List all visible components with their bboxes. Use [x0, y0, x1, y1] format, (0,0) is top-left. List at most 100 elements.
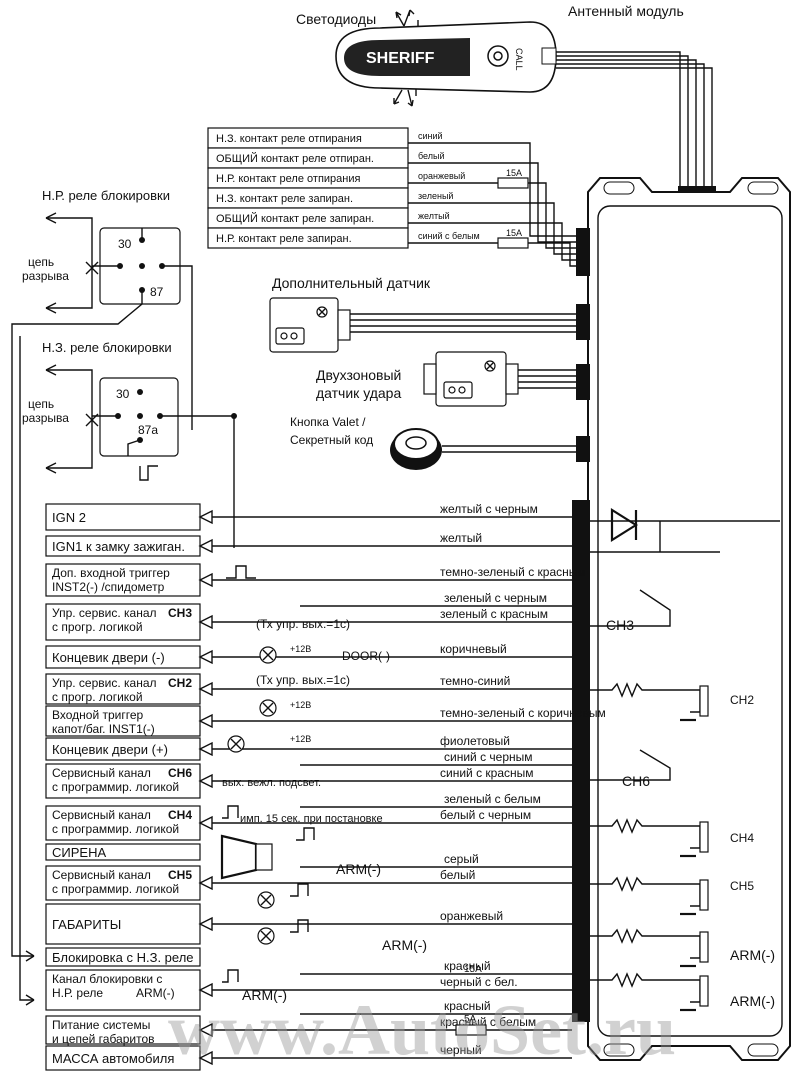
function-label-1: Сервисный канал [52, 808, 151, 822]
lamp-cross [260, 894, 272, 906]
function-wire-label: темно-зеленый с коричневым [440, 706, 606, 720]
relay-contact-label: ОБЩИЙ контакт реле запиран. [216, 212, 374, 225]
no-relay: 30 87 [99, 227, 181, 305]
arrow-icon [198, 741, 213, 757]
siren-body [255, 843, 273, 871]
diode-icon [610, 508, 639, 542]
transistor-icon [699, 879, 709, 911]
extra-sensor-label: Дополнительный датчик [272, 275, 431, 291]
pin-30-label: 30 [118, 237, 132, 251]
arrow-icon [198, 713, 213, 729]
lamp-cross [262, 649, 274, 661]
arm-minus-siren-label: ARM(-) [336, 861, 381, 877]
antenna-module-label: Антенный модуль [568, 3, 684, 19]
function-label-2: INST2(-) /спидометр [52, 580, 165, 594]
function-wire-label: коричневый [440, 642, 507, 656]
relay-contact-wire-line [408, 202, 576, 255]
function-box [45, 805, 201, 841]
function-label-2: с программир. логикой [52, 882, 179, 896]
function-wire-label: фиолетовый [440, 734, 510, 748]
no-relay-title: Н.Р. реле блокировки [42, 188, 170, 203]
arrow-icon [198, 815, 213, 831]
valet-button-icon [390, 428, 576, 470]
relay-contact-label: Н.Р. контакт реле отпирания [216, 173, 360, 185]
fuse-icon [497, 177, 529, 189]
function-box [45, 503, 201, 531]
function-wire-label: оранжевый [440, 909, 503, 923]
arrow-icon [198, 681, 213, 697]
break-label-1: цепь [28, 255, 54, 269]
function-wire-label: черный [440, 1043, 482, 1057]
function-box [45, 969, 201, 1011]
function-label-2: Н.Р. реле [52, 986, 103, 1000]
arm-fuse-label: 15A [464, 964, 482, 975]
function-label-1: IGN 2 [52, 510, 86, 525]
out-ch2-label: CH2 [730, 693, 754, 707]
relay-contact-label: Н.З. контакт реле запиран. [216, 193, 353, 205]
ch3-note: (Тх упр. вых.=1с) [256, 617, 350, 631]
function-wire-label: белый с черным [440, 808, 531, 822]
out-ch3-label: CH3 [606, 617, 634, 633]
door-minus-label: DOOR(-) [342, 649, 390, 663]
arrow-icon [198, 614, 213, 630]
function-wire-a-label: серый [444, 852, 479, 866]
function-wire-a-label: зеленый с черным [444, 591, 547, 605]
arm-minus-lock-label: ARM(-) [242, 987, 287, 1003]
function-wire-label: белый [440, 868, 475, 882]
out-ch5-label: CH5 [730, 879, 754, 893]
nc-relay-title: Н.З. реле блокировки [42, 340, 172, 355]
pulse-icon [296, 827, 315, 841]
arrow-icon [198, 572, 213, 588]
break-label-2-nc: разрыва [22, 411, 69, 425]
ch2-note: (Тх упр. вых.=1с) [256, 673, 350, 687]
relay-contact-wire: синий [418, 131, 443, 141]
function-ch-tag: CH3 [168, 606, 192, 620]
control-unit [572, 177, 791, 1061]
function-box [45, 705, 201, 737]
transistor-icon [699, 685, 709, 717]
function-box [45, 763, 201, 799]
function-label-1: Концевик двери (+) [52, 742, 168, 757]
relay-contact-label: ОБЩИЙ контакт реле отпиран. [216, 152, 374, 165]
plus12-label-3: +12В [290, 734, 311, 744]
function-label-1: Сервисный канал [52, 766, 151, 780]
function-label-1: Канал блокировки с [52, 972, 162, 986]
function-label-2: с программир. логикой [52, 822, 179, 836]
function-label-2: с прогр. логикой [52, 620, 143, 634]
lamp-cross [262, 702, 274, 714]
arrow-icon [198, 773, 213, 789]
transistor-icon [699, 931, 709, 963]
pulse-icon [222, 805, 239, 819]
output-circuit-line [590, 589, 671, 627]
out-ch4-label: CH4 [730, 831, 754, 845]
shock-sensor-label-1: Двухзоновый [316, 367, 401, 383]
function-label-1: Упр. сервис. канал [52, 606, 157, 620]
brand-logo: SHERIFF [366, 50, 435, 67]
function-label-1: Питание системы [52, 1018, 150, 1032]
function-label-1: Упр. сервис. канал [52, 676, 157, 690]
function-label-1: Доп. входной триггер [52, 566, 170, 580]
shock-sensor-label-2: датчик удара [316, 385, 401, 401]
valet-label-2: Секретный код [290, 433, 373, 447]
output-circuit-line [590, 749, 671, 781]
arrow-icon [198, 875, 213, 891]
relay-contact-wire-line [408, 242, 576, 267]
function-label-1: Входной триггер [52, 708, 144, 722]
function-label-1: МАССА автомобиля [52, 1051, 174, 1066]
relay-contact-wire-line [408, 142, 576, 237]
relay-contact-label: Н.З. контакт реле отпирания [216, 133, 362, 145]
function-label-1: IGN1 к замку зажиган. [52, 539, 185, 554]
imp15-label: имп. 15 сек. при постановке [240, 813, 383, 825]
function-label-1: Сервисный канал [52, 868, 151, 882]
call-button-label: CALL [514, 48, 524, 71]
function-label-2: с программир. логикой [52, 780, 179, 794]
function-ch-tag: CH2 [168, 676, 192, 690]
function-label-1: ГАБАРИТЫ [52, 917, 121, 932]
function-wire-label: темно-зеленый с красным [440, 565, 586, 579]
function-label-1: Блокировка с Н.З. реле [52, 950, 194, 965]
fuse-icon [497, 237, 529, 249]
function-ch-tag: CH5 [168, 868, 192, 882]
arrow-icon [198, 509, 213, 525]
function-box [45, 563, 201, 597]
function-label-2: с прогр. логикой [52, 690, 143, 704]
